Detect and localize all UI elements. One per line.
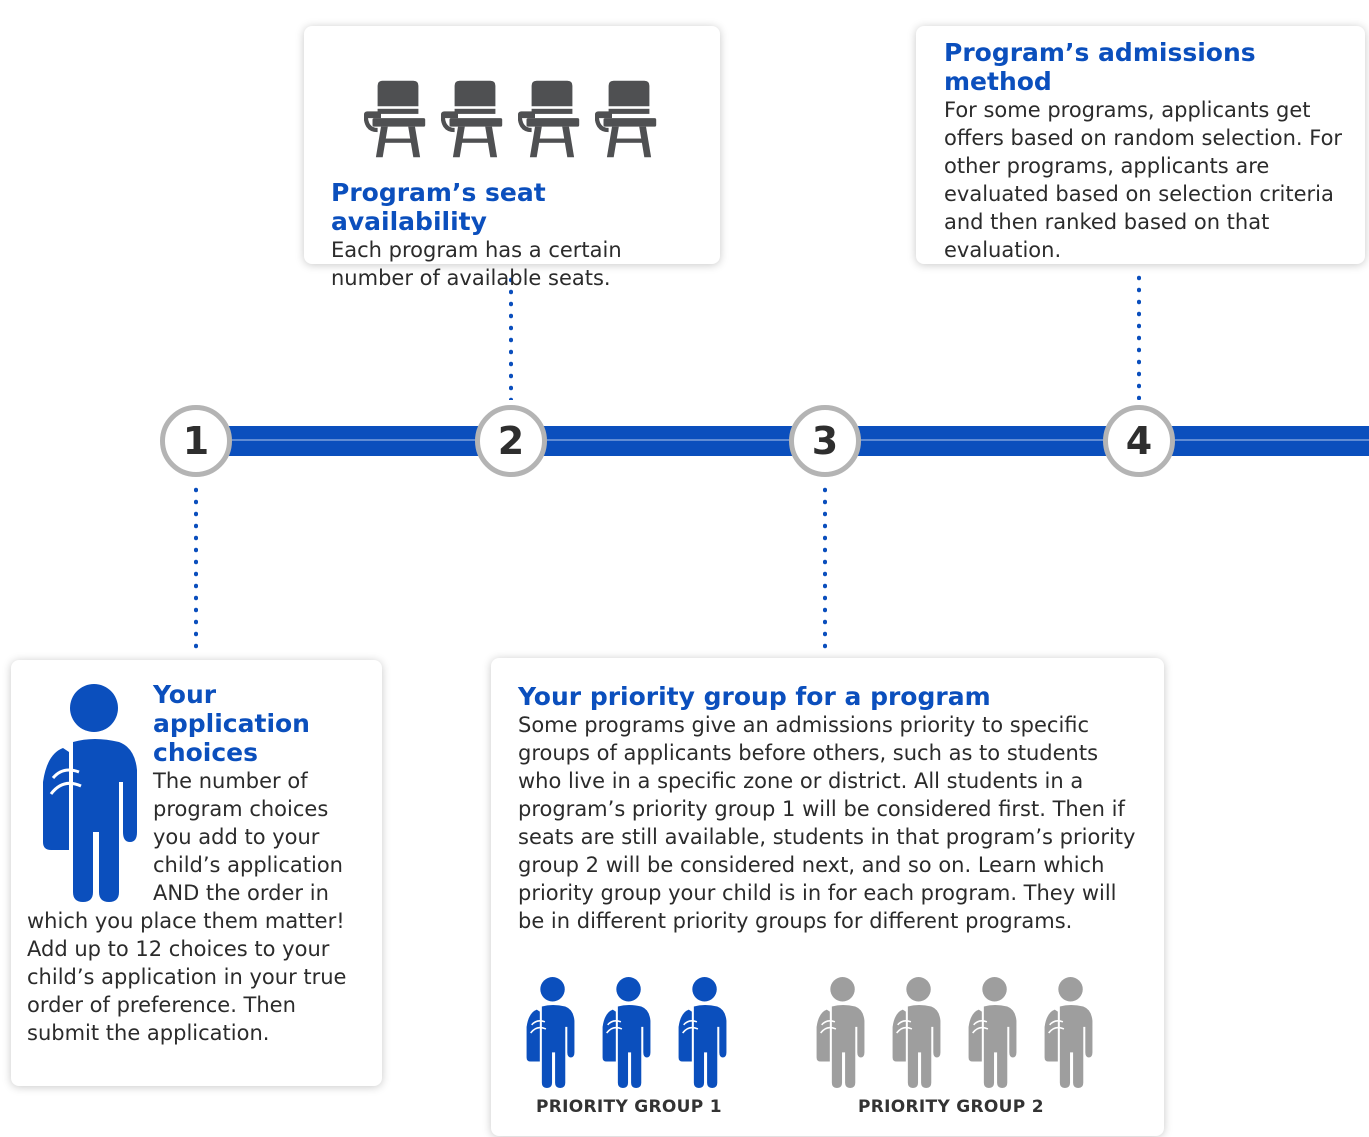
application-choices-body: The number of program choices you add to… — [27, 769, 347, 1045]
priority-group-title: Your priority group for a program — [518, 682, 991, 711]
student-icon — [517, 976, 583, 1088]
application-choices-title: Your application choices — [153, 680, 310, 767]
student-icon — [593, 976, 659, 1088]
step-3-circle: 3 — [789, 405, 861, 477]
seat-availability-title: Program’s seat availability — [331, 178, 546, 236]
priority-group-2-icons — [807, 976, 1101, 1088]
admissions-method-title: Program’s admissions method — [944, 38, 1256, 96]
timeline-bar — [196, 426, 1369, 456]
seat-icons — [364, 78, 663, 160]
seat-availability-card: Program’s seat availability Each program… — [304, 26, 720, 290]
connector-step-1 — [194, 484, 198, 654]
connector-step-3 — [823, 484, 827, 652]
desk-chair-icon — [441, 78, 509, 160]
priority-group-2-label: PRIORITY GROUP 2 — [858, 1097, 1044, 1117]
seat-availability-body: Each program has a certain number of ava… — [331, 238, 622, 290]
priority-group-1-icons — [517, 976, 735, 1088]
student-icon — [669, 976, 735, 1088]
connector-step-2 — [509, 274, 513, 400]
application-choices-card: Your application choices The number of p… — [11, 660, 382, 1086]
priority-group-card: Your priority group for a program Some p… — [491, 658, 1164, 1136]
step-1-circle: 1 — [160, 405, 232, 477]
priority-group-body: Some programs give an admissions priorit… — [518, 713, 1136, 933]
student-icon — [883, 976, 949, 1088]
step-4-circle: 4 — [1103, 405, 1175, 477]
connector-step-4 — [1137, 272, 1141, 400]
student-icon — [959, 976, 1025, 1088]
student-icon — [1035, 976, 1101, 1088]
admissions-method-body: For some programs, applicants get offers… — [944, 98, 1343, 262]
admissions-method-card: Program’s admissions method For some pro… — [916, 26, 1365, 264]
student-icon — [807, 976, 873, 1088]
desk-chair-icon — [518, 78, 586, 160]
desk-chair-icon — [364, 78, 432, 160]
desk-chair-icon — [595, 78, 663, 160]
priority-group-1-label: PRIORITY GROUP 1 — [536, 1097, 722, 1117]
step-2-circle: 2 — [475, 405, 547, 477]
